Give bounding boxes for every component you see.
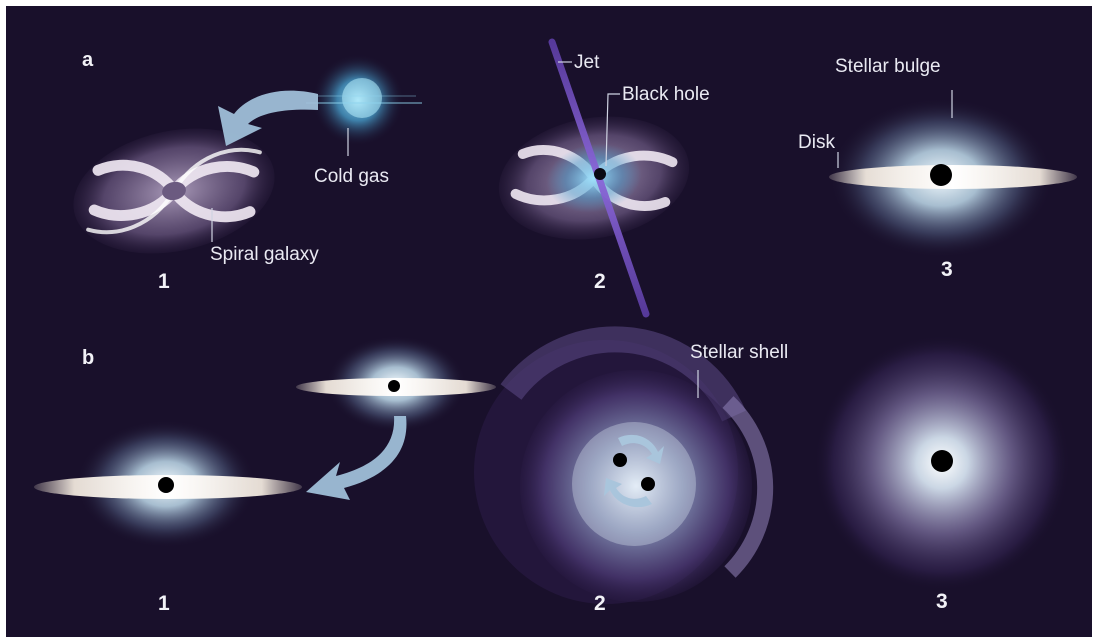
panel-b-letter: b — [82, 347, 94, 369]
stellar-bulge-label: Stellar bulge — [835, 56, 941, 77]
spiral-galaxy-illustration — [73, 128, 275, 254]
panel-b-step-2: 2 — [594, 592, 606, 615]
disk-galaxy-lower — [34, 420, 302, 548]
panel-a-step-1: 1 — [158, 270, 170, 293]
jet-label: Jet — [574, 52, 600, 73]
panel-a-step-3: 3 — [941, 258, 953, 281]
spiral-galaxy-label: Spiral galaxy — [210, 244, 319, 265]
panel-b-step-3: 3 — [936, 590, 948, 613]
bulge-disk-galaxy-illustration — [829, 98, 1077, 258]
disk-galaxy-upper — [296, 336, 496, 432]
panel-a-step-2: 2 — [594, 270, 606, 293]
panel-b-step-1: 1 — [158, 592, 170, 615]
black-hole-core — [594, 168, 606, 180]
active-galaxy-illustration — [498, 116, 690, 240]
stellar-shell-label: Stellar shell — [690, 342, 788, 363]
gas-inflow-arrow — [218, 90, 318, 146]
merger-arrow — [306, 416, 407, 500]
black-hole-label: Black hole — [622, 84, 710, 105]
galaxy-evolution-diagram: a Cold gas Spiral galaxy 1 — [6, 6, 1092, 637]
cold-gas-label: Cold gas — [314, 166, 389, 187]
disk-label: Disk — [798, 132, 835, 153]
panel-a-letter: a — [82, 49, 94, 71]
cold-gas-cloud — [306, 54, 422, 146]
black-hole-leader — [605, 93, 620, 167]
merger-shells-illustration — [474, 326, 774, 604]
elliptical-galaxy-illustration — [814, 335, 1070, 591]
